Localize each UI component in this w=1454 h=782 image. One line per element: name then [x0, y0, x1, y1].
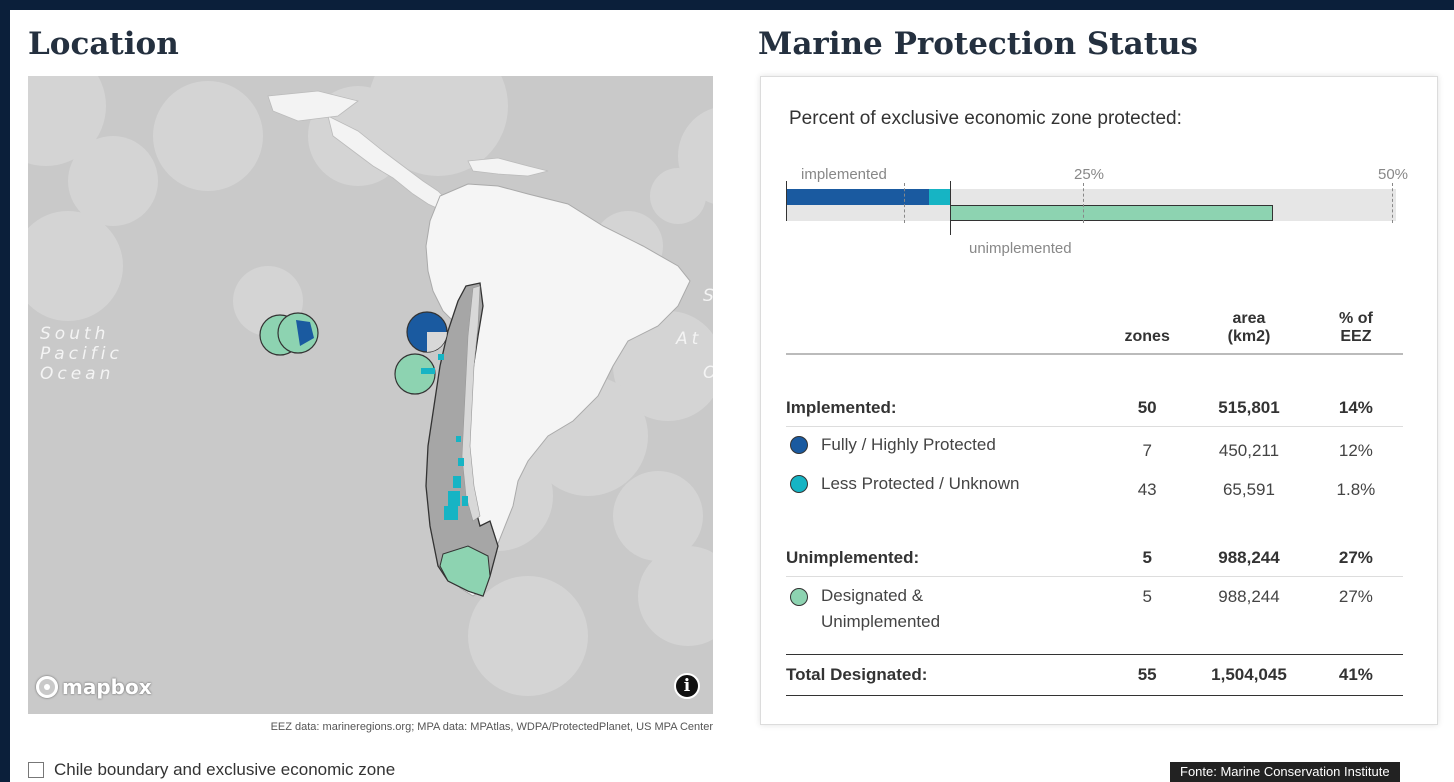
table-row-unimplemented: Unimplemented: 5 988,244 27% [786, 539, 1403, 577]
bar-segment-unimplemented [950, 205, 1273, 221]
mapbox-logo[interactable]: mapbox [36, 672, 152, 702]
row-label: Fully / Highly Protected [821, 435, 996, 454]
bar-tick-50 [1392, 183, 1393, 223]
bar-label-implemented: implemented [801, 166, 887, 183]
row-zones: 50 [1105, 389, 1190, 427]
eez-toggle[interactable]: Chile boundary and exclusive economic zo… [28, 760, 395, 780]
row-area: 988,244 [1189, 539, 1309, 577]
table-row-designated: Designated & Unimplemented 5 988,244 27% [786, 577, 1403, 655]
row-zones: 7 [1142, 440, 1152, 460]
protection-status-panel: Percent of exclusive economic zone prote… [760, 76, 1438, 725]
legend-dot-unimplemented [790, 588, 808, 606]
eez-background-shapes [28, 76, 713, 696]
row-pct: 41% [1308, 654, 1403, 696]
row-pct: 14% [1308, 389, 1403, 427]
row-area: 1,504,045 [1189, 654, 1309, 696]
row-area: 450,211 [1218, 440, 1280, 460]
legend-dot-fully [790, 436, 808, 454]
bar-chart-title: Percent of exclusive economic zone prote… [789, 108, 1182, 129]
row-area: 515,801 [1189, 389, 1309, 427]
bar-segment-fully-protected [786, 189, 929, 205]
table-row-total: Total Designated: 55 1,504,045 41% [786, 654, 1403, 696]
bar-tick-25 [1083, 183, 1084, 223]
row-zones: 55 [1105, 654, 1190, 696]
bar-tick-implemented [904, 183, 905, 223]
bar-label-25: 25% [1074, 166, 1105, 183]
ocean-label-atlantic: At [676, 329, 703, 349]
ocean-label-south-pacific: South Pacific Ocean [40, 324, 123, 384]
protection-stats-table: zones area (km2) % of EEZ Implemented: 5… [786, 281, 1403, 696]
mpa-southern-unimplemented [439, 545, 491, 597]
mapbox-logo-icon [36, 676, 58, 698]
eez-checkbox[interactable] [28, 762, 44, 778]
location-map[interactable]: South Pacific Ocean At S O mapbox i [28, 76, 713, 714]
status-title: Marine Protection Status [758, 26, 1199, 62]
eez-toggle-label: Chile boundary and exclusive economic zo… [54, 760, 396, 779]
source-credit: Fonte: Marine Conservation Institute [1170, 762, 1400, 782]
table-header-row: zones area (km2) % of EEZ [786, 281, 1403, 355]
row-pct: 12% [1338, 440, 1373, 460]
row-label: Total Designated: [786, 654, 1106, 696]
bar-origin-line [786, 181, 787, 221]
bar-label-unimplemented: unimplemented [969, 240, 1072, 257]
header-area: area (km2) [1189, 281, 1309, 355]
mapbox-logo-text: mapbox [62, 675, 152, 699]
map-attribution: EEZ data: marineregions.org; MPA data: M… [270, 721, 713, 733]
row-zones: 43 [1137, 479, 1157, 499]
header-zones: zones [1105, 281, 1190, 355]
row-area: 65,591 [1222, 479, 1275, 499]
table-row-fully: Fully / Highly Protected 7 450,211 12% [786, 427, 1403, 467]
info-icon[interactable]: i [674, 673, 700, 699]
row-label: Less Protected / Unknown [821, 474, 1020, 493]
table-row-less: Less Protected / Unknown 43 65,591 1.8% [786, 466, 1403, 505]
table-row-implemented: Implemented: 50 515,801 14% [786, 389, 1403, 427]
row-area: 988,244 [1218, 587, 1280, 606]
row-zones: 5 [1105, 539, 1190, 577]
bar-label-50: 50% [1378, 166, 1409, 183]
row-pct: 1.8% [1336, 479, 1376, 499]
row-label: Designated & Unimplemented [821, 586, 941, 631]
page-frame: Location Marine Protection Status [10, 10, 1454, 782]
row-label: Unimplemented: [786, 539, 1106, 577]
row-pct: 27% [1338, 587, 1373, 606]
map-canvas [28, 76, 713, 696]
mpa-less-protected [438, 354, 468, 520]
legend-dot-less [790, 475, 808, 493]
bar-segment-less-protected [929, 189, 950, 205]
header-pct: % of EEZ [1308, 281, 1403, 355]
ocean-label-atlantic-fragment-2: O [703, 363, 713, 383]
header-category [786, 281, 1106, 355]
row-pct: 27% [1308, 539, 1403, 577]
row-zones: 5 [1142, 587, 1152, 606]
ocean-label-atlantic-fragment: S [703, 286, 713, 306]
row-label: Implemented: [786, 389, 1106, 427]
bar-implemented-end-line [950, 181, 951, 235]
location-title: Location [28, 26, 179, 62]
